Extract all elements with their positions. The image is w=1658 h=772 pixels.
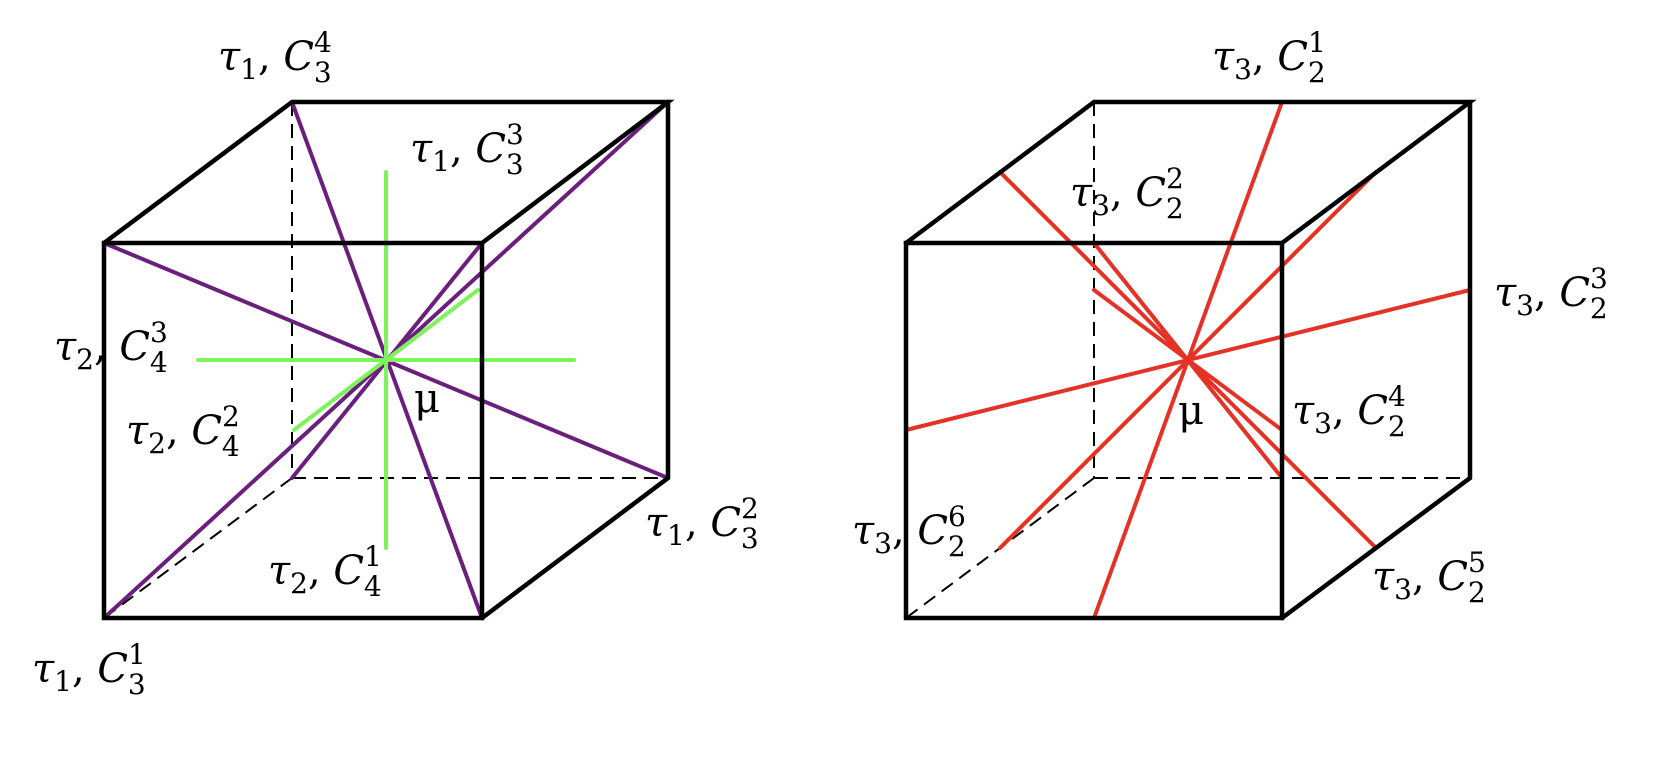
right-c2-axes xyxy=(904,100,1472,620)
left-side-face xyxy=(479,99,671,621)
left-visible-edges xyxy=(101,99,675,621)
right-side-face xyxy=(1279,99,1473,621)
c4-axis-2 xyxy=(292,288,480,432)
center-mu-right: μ xyxy=(1178,388,1204,434)
right-visible-edges xyxy=(903,99,1477,621)
left-c4-axes xyxy=(196,170,576,550)
right-front-face xyxy=(903,240,1285,621)
left-hidden-edge-depth xyxy=(103,477,293,619)
left-front-face xyxy=(101,240,485,621)
center-mu-left: μ xyxy=(414,376,440,422)
c2-axis-4 xyxy=(1092,288,1284,432)
right-top-face xyxy=(903,99,1477,246)
left-top-face xyxy=(101,99,675,246)
